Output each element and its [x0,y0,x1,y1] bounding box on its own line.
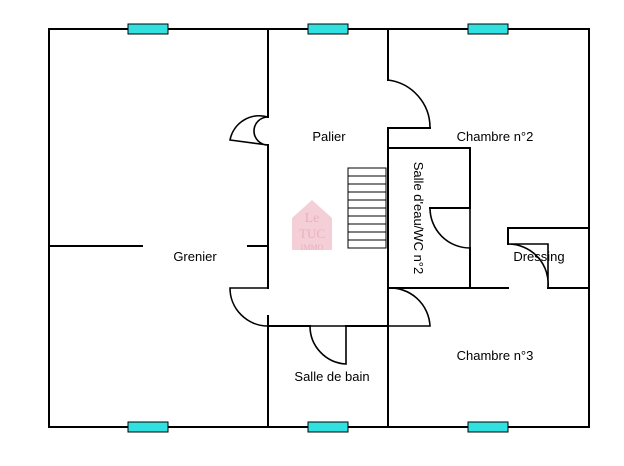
door-salle-eau [429,207,471,249]
agency-watermark-logo: Le TUC IMMO [292,200,332,252]
watermark-line-3: IMMO [301,243,324,252]
staircase [347,167,387,249]
window-bottom-2 [307,421,349,433]
window-top-2 [307,23,349,35]
door-palier-top-left [229,114,269,146]
label-grenier: Grenier [173,249,217,264]
label-dressing: Dressing [513,249,564,264]
windows [127,23,509,433]
window-bottom-3 [467,421,509,433]
label-salle-eau-wc-2: Salle d'eau/WC n°2 [411,162,426,274]
label-chambre-2: Chambre n°2 [457,129,534,144]
label-palier: Palier [312,129,346,144]
door-palier-bottom-left [229,287,269,327]
watermark-line-1: Le [305,211,320,226]
door-dressing [507,243,549,289]
label-salle-de-bain: Salle de bain [294,369,369,384]
watermark-line-2: TUC [299,226,325,241]
window-bottom-1 [127,421,169,433]
label-chambre-3: Chambre n°3 [457,348,534,363]
door-chambre-2 [387,79,431,129]
window-top-3 [467,23,509,35]
door-salle-de-bain [309,325,347,365]
doors [229,79,549,365]
window-top-1 [127,23,169,35]
door-chambre-3 [387,287,431,327]
